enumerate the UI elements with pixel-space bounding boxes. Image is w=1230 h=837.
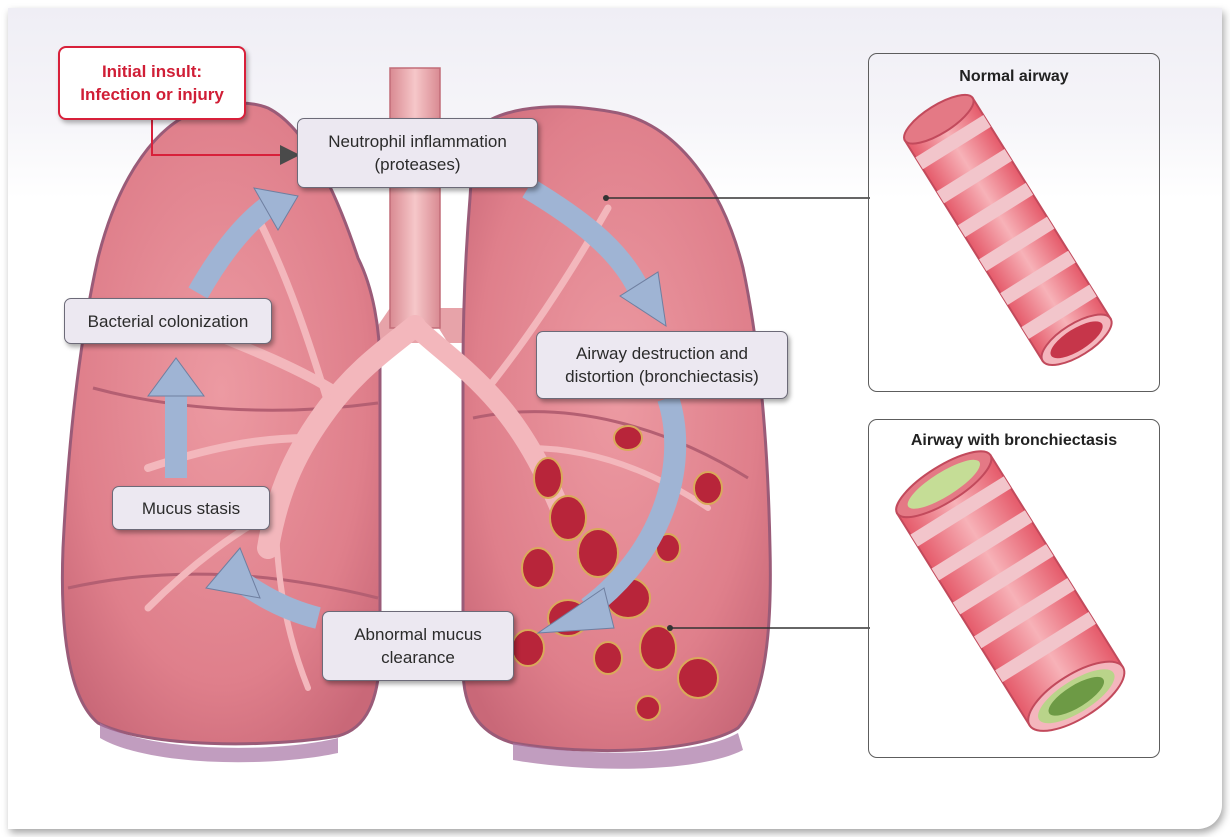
neutrophil-line-1: Neutrophil inflammation [328,130,507,153]
abnormal-clearance-line-2: clearance [381,646,455,669]
abnormal-clearance-line-1: Abnormal mucus [354,623,482,646]
normal-airway-title: Normal airway [869,68,1159,86]
bacterial-colonization-text: Bacterial colonization [88,310,249,333]
initial-insult-box: Initial insult: Infection or injury [58,46,246,120]
airway-destruction-line-1: Airway destruction and [576,342,748,365]
initial-insult-line-2: Infection or injury [80,83,224,106]
figure-card: Initial insult: Infection or injury Neut… [8,8,1222,829]
abnormal-mucus-clearance-label: Abnormal mucus clearance [322,611,514,681]
initial-insult-line-1: Initial insult: [102,60,202,83]
normal-airway-panel: Normal airway [868,53,1160,392]
airway-destruction-line-2: distortion (bronchiectasis) [565,365,759,388]
mucus-stasis-text: Mucus stasis [142,497,240,520]
mucus-stasis-label: Mucus stasis [112,486,270,530]
bacterial-colonization-label: Bacterial colonization [64,298,272,344]
neutrophil-inflammation-label: Neutrophil inflammation (proteases) [297,118,538,188]
neutrophil-line-2: (proteases) [375,153,461,176]
airway-destruction-label: Airway destruction and distortion (bronc… [536,331,788,399]
bronchiectasis-airway-title: Airway with bronchiectasis [869,432,1159,450]
bronchiectasis-airway-panel: Airway with bronchiectasis [868,419,1160,758]
